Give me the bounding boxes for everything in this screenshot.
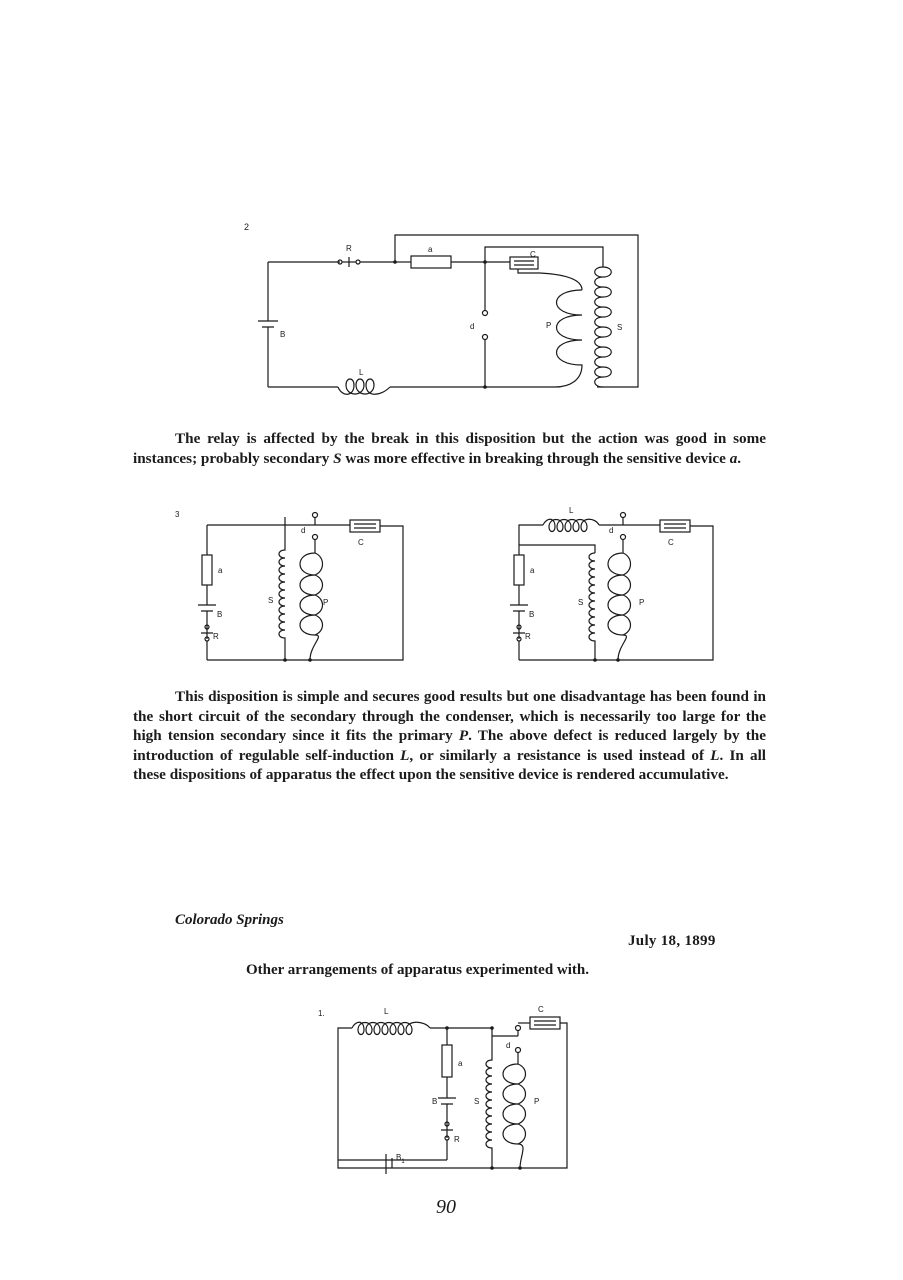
label-d-right: d <box>609 526 613 535</box>
label-P-right: P <box>639 598 644 607</box>
figure-number-2: 2 <box>244 222 249 232</box>
circuit-diagram-2: 2 R a C P S d B L <box>244 222 639 395</box>
label-B1: B <box>396 1153 401 1162</box>
label-B: B <box>280 330 285 339</box>
label-B-left: B <box>217 610 222 619</box>
label-C: C <box>538 1005 544 1014</box>
entry-place: Colorado Springs <box>175 912 284 928</box>
label-C-left: C <box>358 538 364 547</box>
label-a-left: a <box>218 566 223 575</box>
label-L: L <box>359 368 364 377</box>
label-S-right: S <box>578 598 583 607</box>
label-L-right: L <box>569 506 574 515</box>
label-R-right: R <box>525 632 531 641</box>
label-a: a <box>428 245 433 254</box>
label-P-left: P <box>323 598 328 607</box>
figure-number-3: 3 <box>175 510 180 519</box>
label-a: a <box>458 1059 463 1068</box>
label-L: L <box>384 1007 389 1016</box>
label-S: S <box>474 1097 479 1106</box>
circuit-diagram-3-right: L d C a B R S P <box>510 506 714 662</box>
circuit-diagram-1: 1. L C d a B R B1 S P <box>318 1005 568 1174</box>
label-d: d <box>506 1041 510 1050</box>
entry-heading: Other arrangements of apparatus experime… <box>246 962 590 978</box>
label-B: B <box>432 1097 437 1106</box>
label-d: d <box>470 322 474 331</box>
label-a-right: a <box>530 566 535 575</box>
label-S: S <box>617 323 622 332</box>
entry-date: July 18, 1899 <box>628 933 716 949</box>
label-C-right: C <box>668 538 674 547</box>
label-S-left: S <box>268 596 273 605</box>
circuit-diagram-3-left: 3 d C a B R S P <box>175 510 404 662</box>
label-R: R <box>454 1135 460 1144</box>
label-P: P <box>546 321 551 330</box>
svg-text:B1: B1 <box>396 1153 405 1165</box>
label-R: R <box>346 244 352 253</box>
label-P: P <box>534 1097 539 1106</box>
paragraph-2: This disposition is simple and secures g… <box>133 688 767 783</box>
label-d-left: d <box>301 526 305 535</box>
label-B-right: B <box>529 610 534 619</box>
label-B1-sub: 1 <box>401 1159 405 1165</box>
figure-number-1: 1. <box>318 1009 325 1018</box>
paragraph-1: The relay is affected by the break in th… <box>133 430 766 467</box>
page-number: 90 <box>436 1196 456 1218</box>
label-C: C <box>530 250 536 259</box>
label-R-left: R <box>213 632 219 641</box>
